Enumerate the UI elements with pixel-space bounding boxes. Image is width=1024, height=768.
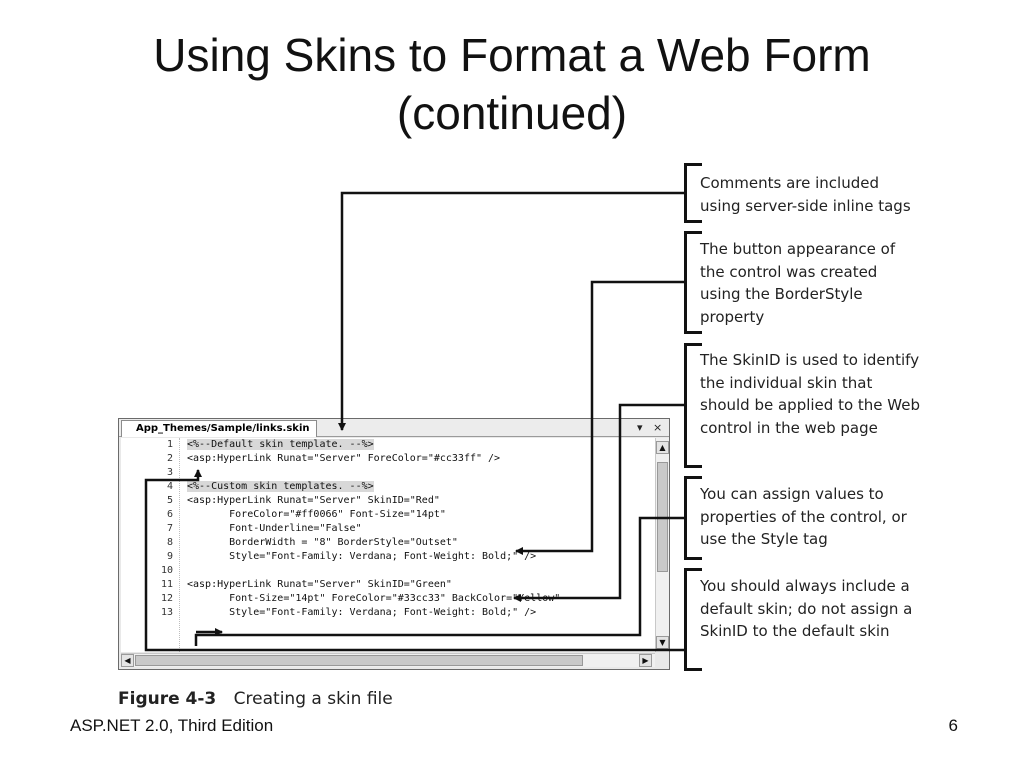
line-number: 4: [166, 481, 173, 492]
line-number: 6: [166, 509, 173, 520]
code-line[interactable]: BorderWidth = "8" BorderStyle="Outset": [187, 537, 458, 548]
code-line[interactable]: <%--Custom skin templates. --%>: [187, 480, 374, 494]
code-line[interactable]: <asp:HyperLink Runat="Server" SkinID="Re…: [187, 495, 440, 506]
code-line[interactable]: <asp:HyperLink Runat="Server" ForeColor=…: [187, 453, 501, 464]
line-number-gutter: 1 2 3 4 5 6 7 8 9 10 11 12 13: [121, 438, 179, 652]
callout-default-skin: You should always include a default skin…: [700, 577, 913, 640]
close-icon[interactable]: ×: [653, 421, 663, 434]
callout-border-style: The button appearance of the control was…: [700, 240, 896, 326]
comment-highlight: <%--Default skin template. --%>: [187, 439, 374, 450]
comment-highlight: <%--Custom skin templates. --%>: [187, 481, 374, 492]
slide-title-line-2: (continued): [396, 87, 628, 139]
line-number: 2: [166, 453, 173, 464]
line-number: 5: [166, 495, 173, 506]
figure-caption: Figure 4-3 Creating a skin file: [118, 689, 393, 709]
code-line[interactable]: Style="Font-Family: Verdana; Font-Weight…: [187, 551, 537, 562]
line-number: 10: [160, 565, 173, 576]
callout-bracket: [684, 568, 702, 671]
editor-tab-bar: App_Themes/Sample/links.skin ▾ ×: [119, 419, 669, 437]
code-line[interactable]: <asp:HyperLink Runat="Server" SkinID="Gr…: [187, 579, 452, 590]
slide-title: Using Skins to Format a Web Form (contin…: [0, 26, 1024, 142]
line-number: 1: [166, 439, 173, 450]
callout-comments: Comments are included using server-side …: [700, 174, 911, 215]
code-editor-window: App_Themes/Sample/links.skin ▾ × 1 2 3 4…: [118, 418, 670, 670]
code-line[interactable]: <%--Default skin template. --%>: [187, 438, 374, 452]
callout-bracket: [684, 163, 702, 223]
slide-title-line-1: Using Skins to Format a Web Form: [153, 29, 871, 81]
leader-line-border-style: [515, 280, 684, 555]
code-line[interactable]: Style="Font-Family: Verdana; Font-Weight…: [187, 607, 537, 618]
file-tab[interactable]: App_Themes/Sample/links.skin: [121, 420, 317, 437]
line-number: 13: [160, 607, 173, 618]
line-number: 12: [160, 593, 173, 604]
code-line[interactable]: Font-Underline="False": [187, 523, 362, 534]
leader-line-default-skin: [144, 469, 684, 652]
leader-line-skin-id: [513, 403, 684, 602]
callout-bracket: [684, 343, 702, 468]
scroll-right-button[interactable]: ▶: [639, 654, 652, 667]
code-area[interactable]: 1 2 3 4 5 6 7 8 9 10 11 12 13 <%--Defaul…: [121, 438, 655, 652]
leader-line-style-tag: [194, 516, 684, 646]
line-number: 9: [166, 551, 173, 562]
line-number: 7: [166, 523, 173, 534]
scroll-down-button[interactable]: ▼: [656, 636, 669, 649]
horizontal-scrollbar[interactable]: ◀ ▶: [121, 653, 655, 667]
callout-bracket: [684, 231, 702, 334]
horizontal-scroll-thumb[interactable]: [135, 655, 583, 666]
figure-number: Figure 4-3: [118, 689, 217, 709]
line-number: 11: [160, 579, 173, 590]
callout-skin-id: The SkinID is used to identify the indiv…: [700, 351, 920, 437]
callout-style-tag: You can assign values to properties of t…: [700, 485, 907, 548]
scroll-left-button[interactable]: ◀: [121, 654, 134, 667]
leader-line-comments: [338, 191, 684, 431]
callout-bracket: [684, 476, 702, 560]
footer-page-number: 6: [948, 716, 958, 735]
scroll-up-button[interactable]: ▲: [656, 441, 669, 454]
tab-dropdown-icon[interactable]: ▾: [637, 421, 643, 434]
line-number: 8: [166, 537, 173, 548]
footer-book-title: ASP.NET 2.0, Third Edition: [70, 716, 274, 735]
figure-caption-text: Creating a skin file: [233, 689, 393, 709]
code-line[interactable]: Font-Size="14pt" ForeColor="#33cc33" Bac…: [187, 593, 561, 604]
gutter-divider: [179, 438, 180, 652]
code-line[interactable]: ForeColor="#ff0066" Font-Size="14pt": [187, 509, 446, 520]
line-number: 3: [166, 467, 173, 478]
